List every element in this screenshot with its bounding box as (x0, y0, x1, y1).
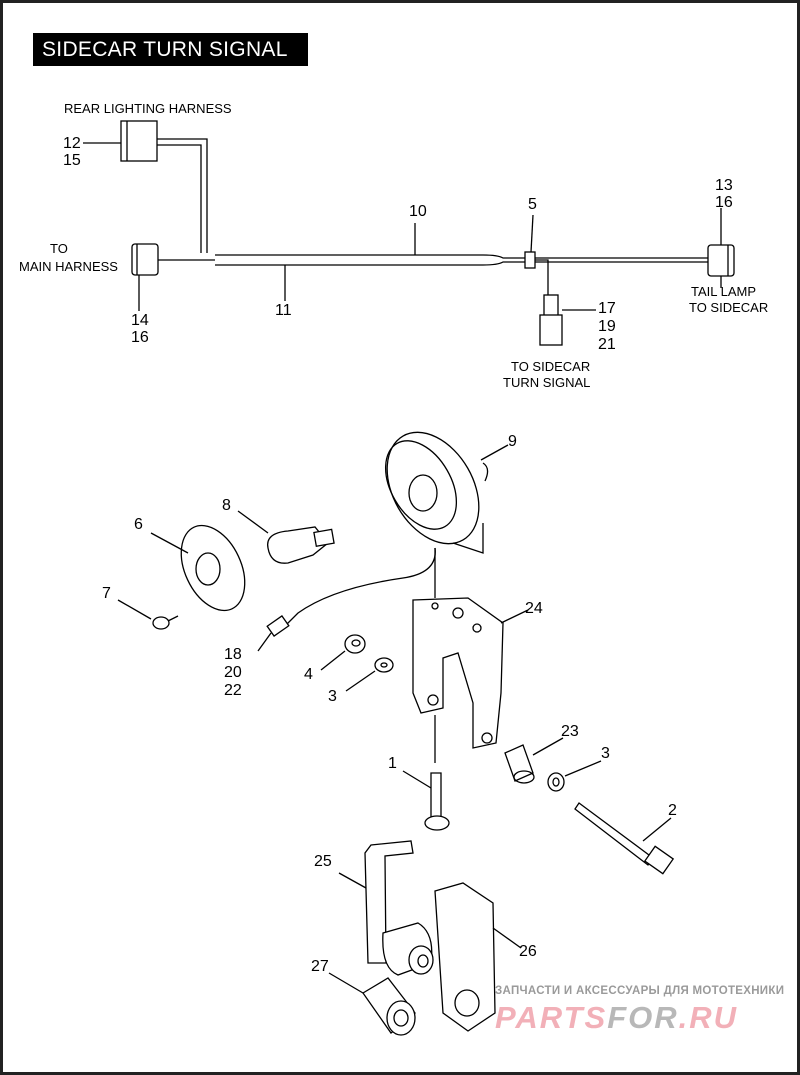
callout-8: 8 (222, 497, 231, 514)
to-sidecar-label-2: TO SIDECAR (511, 359, 591, 374)
to-label: TO (50, 241, 68, 256)
callout-16: 16 (131, 329, 149, 346)
callout-15: 15 (63, 152, 81, 169)
callout-11: 11 (275, 302, 292, 319)
callout-12: 12 (63, 135, 81, 152)
bracket (412, 548, 529, 763)
callout-6: 6 (134, 516, 143, 533)
callout-16b: 16 (715, 194, 733, 211)
tail-lamp-label: TAIL LAMP (691, 284, 757, 299)
callout-4: 4 (304, 666, 313, 683)
main-harness-label: MAIN HARNESS (19, 259, 118, 274)
callout-3: 3 (328, 688, 337, 705)
callout-2: 2 (668, 802, 677, 819)
callout-10: 10 (409, 203, 427, 220)
callout-20: 20 (224, 664, 242, 681)
callout-23: 23 (561, 723, 579, 740)
callout-18: 18 (224, 646, 242, 663)
callout-17: 17 (598, 300, 616, 317)
callout-19: 19 (598, 318, 616, 335)
callout-1: 1 (388, 755, 397, 772)
callout-27: 27 (311, 958, 329, 975)
to-sidecar-label: TO SIDECAR (689, 300, 769, 315)
watermark-brand-b: FOR (607, 1000, 679, 1035)
callout-3b: 3 (601, 745, 610, 762)
page-title: SIDECAR TURN SIGNAL (33, 33, 308, 66)
wiring-harness (83, 120, 735, 346)
callout-21: 21 (598, 336, 616, 353)
turn-signal-label: TURN SIGNAL (503, 375, 591, 390)
mount-brackets (328, 840, 522, 1036)
watermark-brand-a: PARTS (495, 1000, 608, 1035)
watermark-tagline: ЗАПЧАСТИ И АКСЕССУАРЫ ДЛЯ МОТОТЕХНИКИ (495, 985, 785, 997)
callout-14: 14 (131, 312, 149, 329)
callout-24: 24 (525, 600, 543, 617)
callout-22: 22 (224, 682, 242, 699)
callout-7: 7 (102, 585, 111, 602)
hardware (320, 634, 675, 875)
callout-13: 13 (715, 177, 733, 194)
diagram-line-art (83, 120, 735, 1036)
bulb (237, 510, 335, 564)
lamp-housing (257, 431, 509, 652)
callout-25: 25 (314, 853, 332, 870)
watermark-logo: PARTSFOR.RU (495, 1000, 738, 1036)
rear-lighting-harness-label: REAR LIGHTING HARNESS (64, 101, 232, 116)
callout-9: 9 (508, 433, 517, 450)
callout-5: 5 (528, 196, 537, 213)
callout-26: 26 (519, 943, 537, 960)
lens (117, 524, 246, 630)
watermark-brand-c: .RU (678, 1000, 739, 1035)
